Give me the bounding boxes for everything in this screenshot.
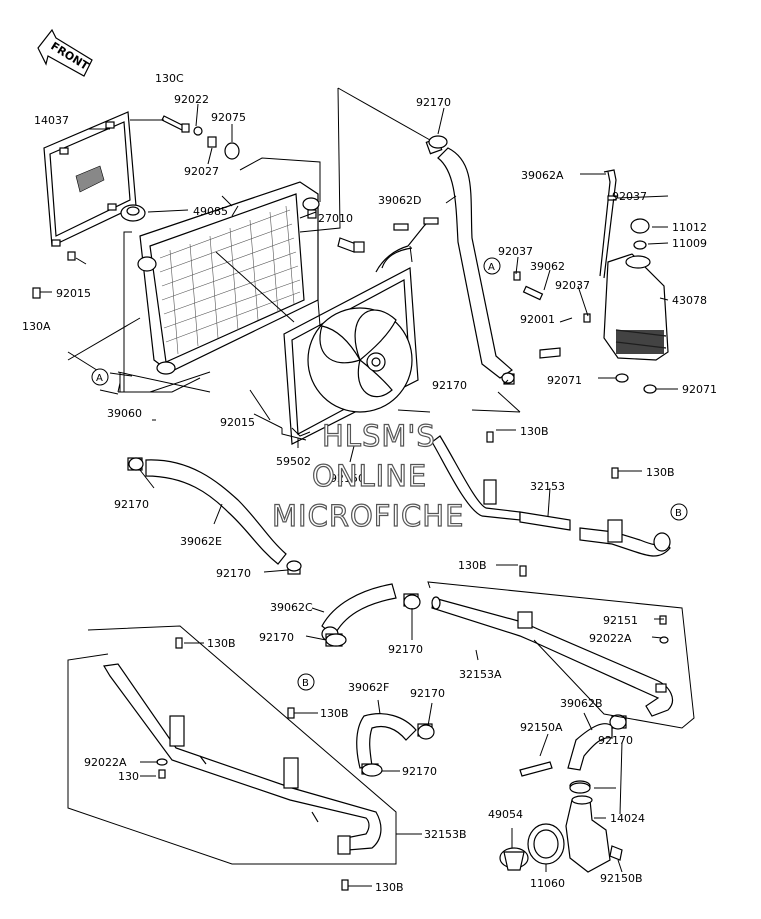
part-label: 92071 bbox=[547, 374, 582, 387]
front-arrow: FRONT bbox=[37, 28, 93, 77]
part-label: 39060 bbox=[107, 407, 142, 420]
part-label: 39062F bbox=[348, 681, 389, 694]
callout-a-right bbox=[483, 257, 501, 275]
part-label: 27010 bbox=[318, 212, 353, 225]
part-label: 130B bbox=[458, 559, 487, 572]
part-label: 39062B bbox=[560, 697, 603, 710]
part-label: 130C bbox=[155, 72, 184, 85]
part-label: 32153 bbox=[530, 480, 565, 493]
watermark-line-3: MICROFICHE bbox=[272, 499, 464, 533]
reserve-tank bbox=[513, 169, 669, 394]
callout-b-right-label: B bbox=[675, 508, 682, 519]
part-label: 130B bbox=[520, 425, 549, 438]
clamps bbox=[128, 135, 627, 794]
watermark-line-2: ONLINE bbox=[312, 459, 427, 493]
pipe-32153 bbox=[431, 431, 671, 557]
part-label: 92170 bbox=[598, 734, 633, 747]
part-label: 92170 bbox=[410, 687, 445, 700]
part-label: 39062A bbox=[521, 169, 564, 182]
part-label: 92037 bbox=[498, 245, 533, 258]
part-label: 92170 bbox=[402, 765, 437, 778]
hose-39062d bbox=[425, 137, 515, 385]
part-label: 14024 bbox=[610, 812, 645, 825]
part-label: 39062 bbox=[530, 260, 565, 273]
part-label: 130B bbox=[375, 881, 404, 894]
part-label: 92150B bbox=[600, 872, 643, 885]
callout-b-lower bbox=[297, 673, 315, 691]
assembly-lines bbox=[67, 87, 695, 865]
radiator bbox=[120, 181, 320, 375]
watermark-line-1: HLSM'S bbox=[322, 419, 436, 453]
part-label: 92170 bbox=[388, 643, 423, 656]
callout-a-left-label: A bbox=[96, 373, 103, 384]
part-label: 130A bbox=[22, 320, 51, 333]
part-label: 92022 bbox=[174, 93, 209, 106]
part-label: 92015 bbox=[220, 416, 255, 429]
watermark: HLSM'S ONLINE MICROFICHE bbox=[271, 418, 464, 533]
part-label: 92022A bbox=[589, 632, 632, 645]
part-label: 92150 bbox=[330, 472, 365, 485]
part-label: 39062C bbox=[270, 601, 313, 614]
callout-b-lower-label: B bbox=[302, 678, 309, 689]
part-label: 49054 bbox=[488, 808, 523, 821]
radiator-screen bbox=[32, 111, 137, 299]
part-label: 32153B bbox=[424, 828, 467, 841]
leader-lines bbox=[40, 103, 678, 887]
pipe-32153b bbox=[103, 637, 382, 891]
part-label: 92170 bbox=[216, 567, 251, 580]
part-label: 92037 bbox=[612, 190, 647, 203]
part-label: 92150A bbox=[520, 721, 563, 734]
part-label: 92037 bbox=[555, 279, 590, 292]
part-label: 49085 bbox=[193, 205, 228, 218]
part-label: 11060 bbox=[530, 877, 565, 890]
part-label: 43078 bbox=[672, 294, 707, 307]
part-label: 32153A bbox=[459, 668, 502, 681]
part-label: 11009 bbox=[672, 237, 707, 250]
part-label: 11012 bbox=[672, 221, 707, 234]
part-label: 39062E bbox=[180, 535, 222, 548]
part-labels: 130C 92022 92075 14037 92027 49085 27010… bbox=[22, 72, 717, 894]
fan-assembly bbox=[283, 217, 439, 445]
callouts: A A B B bbox=[91, 257, 688, 691]
part-label: 130B bbox=[320, 707, 349, 720]
part-label: 92151 bbox=[603, 614, 638, 627]
part-label: 92001 bbox=[520, 313, 555, 326]
part-label: 14037 bbox=[34, 114, 69, 127]
part-label: 92027 bbox=[184, 165, 219, 178]
pipe-32153a bbox=[431, 565, 673, 717]
callout-a-right-label: A bbox=[488, 262, 495, 273]
part-label: 92170 bbox=[114, 498, 149, 511]
part-label: 92022A bbox=[84, 756, 127, 769]
part-label: 92071 bbox=[682, 383, 717, 396]
part-label: 59502 bbox=[276, 455, 311, 468]
part-label: 92015 bbox=[56, 287, 91, 300]
part-label: 92170 bbox=[416, 96, 451, 109]
part-label: 92170 bbox=[259, 631, 294, 644]
part-label: 130B bbox=[207, 637, 236, 650]
thermo-switch bbox=[337, 237, 365, 253]
callout-b-right bbox=[670, 503, 688, 521]
part-label: 92075 bbox=[211, 111, 246, 124]
part-label: 92170 bbox=[432, 379, 467, 392]
part-label: 39062D bbox=[378, 194, 421, 207]
part-label: 130B bbox=[646, 466, 675, 479]
thermostat-housing bbox=[499, 761, 623, 873]
callout-a-left bbox=[91, 368, 109, 386]
part-label: 130 bbox=[118, 770, 139, 783]
